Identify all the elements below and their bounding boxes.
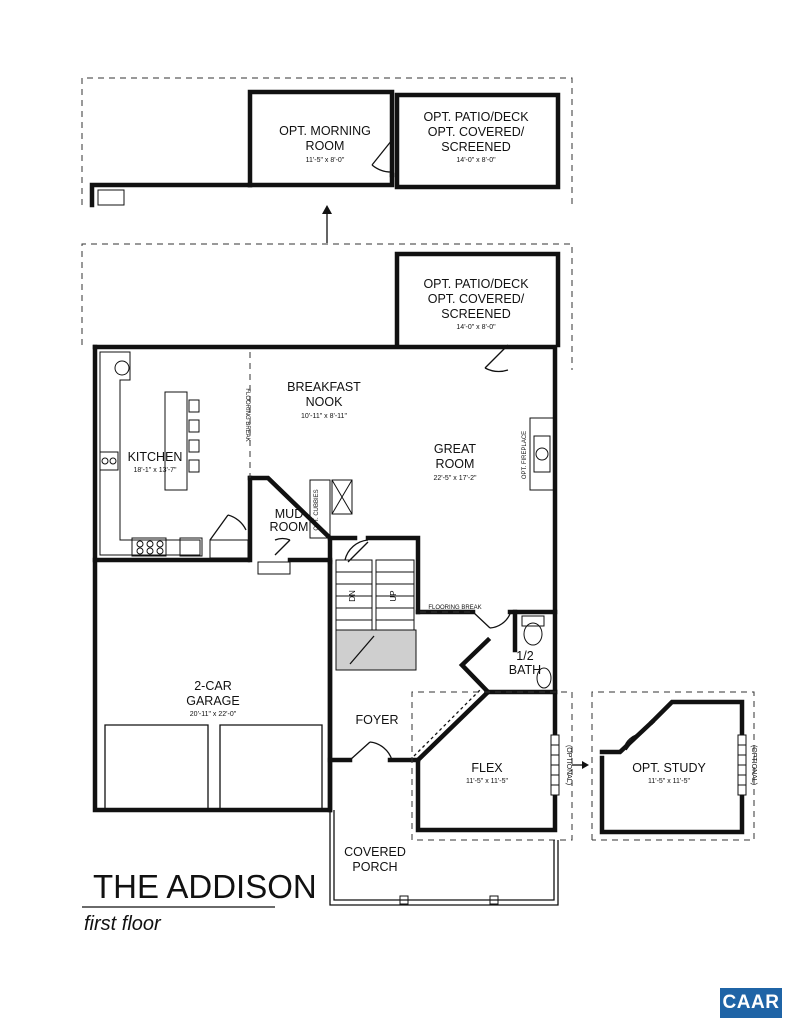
- great-room-label-1: GREAT: [434, 442, 476, 456]
- garage-doors: [104, 724, 323, 810]
- breakfast-label-1: BREAKFAST: [287, 380, 361, 394]
- porch-label-2: PORCH: [352, 860, 397, 874]
- morning-room-dims: 11'-5" x 8'-0": [306, 157, 345, 164]
- patio-outline: [394, 251, 561, 348]
- patio-label-3: SCREENED: [441, 307, 510, 321]
- upper-patio-label-1: OPT. PATIO/DECK: [423, 110, 529, 124]
- optional-extension-outline: [81, 243, 573, 370]
- upper-patio-label-2: OPT. COVERED/: [428, 125, 525, 139]
- covered-porch-outline: [329, 810, 559, 906]
- breakfast-dims: 10'-11" x 8'-11": [301, 413, 347, 420]
- bath-fixtures: [472, 611, 552, 689]
- flex-label: FLEX: [471, 761, 503, 775]
- morning-room-label-2: ROOM: [306, 139, 345, 153]
- fireplace-note: OPT. FIREPLACE: [522, 431, 528, 479]
- foyer-label: FOYER: [355, 713, 398, 727]
- morning-room-label-1: OPT. MORNING: [279, 124, 371, 138]
- kitchen-fixtures: [99, 351, 251, 559]
- stairs-up-label: UP: [389, 590, 398, 601]
- plan-subtitle: first floor: [84, 913, 162, 935]
- study-dims: 11'-5" x 11'-5": [648, 778, 691, 785]
- study-label: OPT. STUDY: [632, 761, 706, 775]
- patio-label-1: OPT. PATIO/DECK: [423, 277, 529, 291]
- bath-label-2: BATH: [509, 663, 541, 677]
- morning-room-inset: [81, 77, 573, 243]
- great-room-label-2: ROOM: [436, 457, 475, 471]
- upper-patio-label-3: SCREENED: [441, 140, 510, 154]
- mud-room-label-1: MUD: [275, 507, 303, 521]
- kitchen-label: KITCHEN: [128, 450, 183, 464]
- breakfast-label-2: NOOK: [306, 395, 343, 409]
- mud-room-label-2: ROOM: [270, 520, 309, 534]
- stairs: [335, 539, 417, 671]
- fireplace-icon: [529, 417, 555, 491]
- patio-dims: 14'-0" x 8'-0": [456, 324, 496, 331]
- caar-logo: CAAR: [720, 988, 782, 1018]
- upper-patio-dims: 14'-0" x 8'-0": [456, 157, 496, 164]
- bath-label-1: 1/2: [516, 649, 533, 663]
- great-room-dims: 22'-5" x 17'-2": [433, 475, 477, 482]
- cubbies-note: OPT. CUBBIES: [314, 489, 320, 530]
- garage-dims: 20'-11" x 22'-0": [190, 711, 237, 718]
- mud-room-fixtures: [257, 479, 353, 575]
- flooring-break-horizontal-note: FLOORING BREAK: [428, 605, 481, 611]
- optional-right-note: (OPTIONAL): [750, 745, 757, 785]
- garage-label-1: 2-CAR: [194, 679, 232, 693]
- plan-title: THE ADDISON: [93, 868, 317, 905]
- porch-label-1: COVERED: [344, 845, 406, 859]
- stairs-down-label: DN: [348, 590, 357, 602]
- patio-label-2: OPT. COVERED/: [428, 292, 525, 306]
- optional-left-note: (OPTIONAL): [565, 745, 572, 785]
- study-inset: [572, 691, 755, 841]
- garage-label-2: GARAGE: [186, 694, 240, 708]
- flex-dims: 11'-5" x 11'-5": [466, 778, 509, 785]
- kitchen-dims: 18'-1" x 13'-7": [133, 467, 177, 474]
- flooring-break-vertical-note: FLOORING BREAK: [244, 388, 250, 441]
